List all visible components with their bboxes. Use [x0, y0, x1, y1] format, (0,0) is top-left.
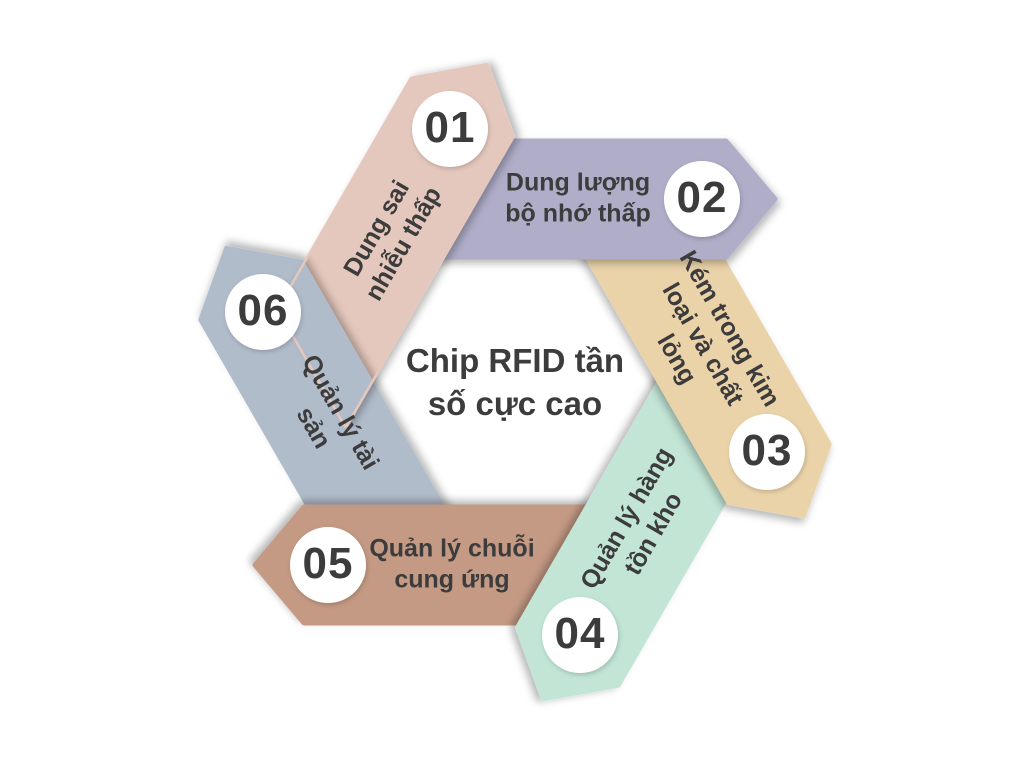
- segment-03-number: 03: [741, 426, 793, 475]
- segment-05-number-circle: [290, 527, 366, 603]
- segment-06-number: 06: [237, 286, 289, 335]
- segment-04-number: 04: [554, 609, 606, 658]
- segment-03-number-circle: [729, 414, 805, 490]
- segment-01-number: 01: [424, 103, 476, 152]
- segment-02-number: 02: [676, 173, 728, 222]
- segment-04-number-circle: [542, 597, 618, 673]
- segment-05-number: 05: [302, 539, 354, 588]
- center-title: Chip RFID tần số cực cao: [405, 342, 625, 422]
- segment-02-number-circle: [664, 161, 740, 237]
- segment-06-number-circle: [225, 274, 301, 350]
- segment-05-label: Quản lý chuỗi cung ứng: [369, 534, 535, 594]
- segment-02-label: Dung lượng bộ nhớ thấp: [505, 168, 651, 228]
- segment-01-number-circle: [412, 91, 488, 167]
